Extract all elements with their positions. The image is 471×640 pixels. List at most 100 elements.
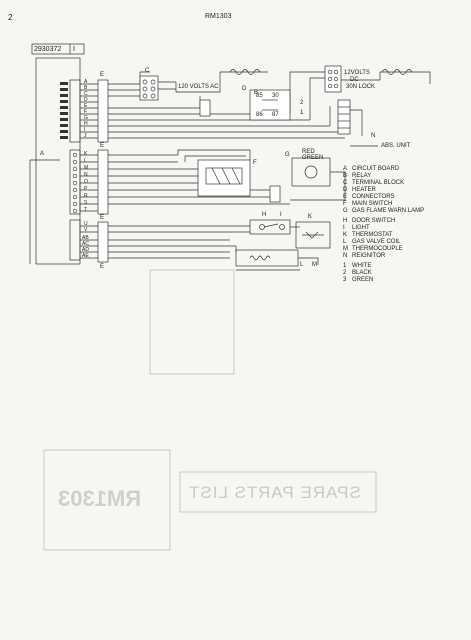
lower-leads <box>80 225 98 259</box>
legend-key: I <box>343 225 345 231</box>
terminal-label: R <box>84 193 88 199</box>
legend-label: REIGNITOR <box>352 253 386 259</box>
terminal-label: N <box>84 172 88 178</box>
terminal-label: J <box>84 133 87 139</box>
terminal-label: AC <box>82 241 89 247</box>
dc-supply-label-3: 30N LOCK <box>346 84 376 90</box>
terminal-label: O <box>84 179 88 185</box>
terminal-label: U <box>84 221 88 227</box>
legend-key: K <box>343 232 348 238</box>
wire-label: GREEN <box>352 277 374 283</box>
legend-label: GAS VALVE COIL <box>352 239 401 245</box>
marker-e4: E <box>100 264 105 270</box>
terminal-label: T <box>84 207 88 213</box>
legend-key: L <box>343 239 347 245</box>
legend-label: CONNECTORS <box>352 194 395 200</box>
terminal-label: I <box>84 127 86 133</box>
marker-a: A <box>40 151 45 157</box>
wire-label: BLACK <box>352 270 372 276</box>
part-number-box <box>31 43 85 55</box>
board-connector-middle <box>69 149 81 215</box>
abs-unit-label: ABS. UNIT <box>381 143 411 149</box>
marker-l: L <box>300 262 304 268</box>
marker-two: 2 <box>300 100 304 106</box>
legend-label: RELAY <box>352 173 372 179</box>
thermostat <box>295 221 331 249</box>
terminal-label: AB <box>82 235 89 241</box>
terminal-label: E <box>84 103 88 109</box>
part-number: 2930372 <box>34 46 62 53</box>
terminal-label: M <box>84 165 89 171</box>
legend-key: E <box>343 194 348 200</box>
dc-supply-label-1: 12VOLTS <box>344 70 370 76</box>
legend-label: LIGHT <box>352 225 370 231</box>
show-through-graphics <box>43 269 377 551</box>
connector-strip-middle <box>97 149 109 215</box>
ac-supply-label: 120 VOLTS AC <box>178 84 219 90</box>
show-through-code: RM1303 <box>58 486 142 511</box>
legend-key: B <box>343 173 348 179</box>
wire-label: WHITE <box>352 263 372 269</box>
terminal-label: C <box>84 91 88 97</box>
terminal-label: L <box>84 158 87 164</box>
board-connector-upper <box>69 79 81 143</box>
relay <box>249 89 291 121</box>
marker-one: 1 <box>300 110 304 116</box>
connector-strip-lower <box>97 221 109 263</box>
terminal-block <box>139 75 177 101</box>
legend-label: THERMOSTAT <box>352 232 393 238</box>
terminal-label: V <box>84 227 88 233</box>
legend-label: THERMOCOUPLE <box>352 246 403 252</box>
terminal-label: K <box>84 151 88 157</box>
marker-d: D <box>242 86 247 92</box>
revision: I <box>73 46 75 53</box>
terminal-label: AE <box>82 253 89 259</box>
marker-n: N <box>371 133 376 139</box>
legend-key: N <box>343 253 348 259</box>
marker-m: M <box>312 262 317 268</box>
terminal-label: A <box>84 79 88 85</box>
legend-label: GAS FLAME WARN.LAMP <box>352 208 425 214</box>
marker-f: F <box>253 160 257 166</box>
marker-b: B <box>254 90 259 96</box>
legend-key: A <box>343 166 348 172</box>
dc-supply-label-2: DC <box>350 77 359 83</box>
heater-ac <box>176 69 268 117</box>
connector-strip-upper <box>97 79 109 143</box>
right-connector <box>337 99 378 147</box>
marker-e3: E <box>100 215 105 221</box>
wire-key: 1 <box>343 263 347 269</box>
legend-key: G <box>343 208 348 214</box>
legend-key: M <box>343 246 348 252</box>
legend-key: C <box>343 180 348 186</box>
page-number: 2 <box>8 13 13 22</box>
terminal-label: S <box>84 200 88 206</box>
lamp-color-green: GREEN <box>302 155 324 161</box>
legend-label: MAIN SWITCH <box>352 201 393 207</box>
show-through-title: SPARE PARTS LIST <box>188 483 361 502</box>
gas-valve-coil <box>230 245 319 271</box>
marker-c: C <box>145 68 150 74</box>
terminal-label: D <box>84 97 88 103</box>
wire-key: 3 <box>343 277 347 283</box>
marker-g: G <box>285 152 290 158</box>
marker-i: I <box>280 212 282 218</box>
main-switch <box>197 159 281 203</box>
legend-key: H <box>343 218 348 224</box>
terminal-label: G <box>84 115 88 121</box>
dc-terminal-block <box>324 65 342 93</box>
marker-k: K <box>308 214 313 220</box>
relay-pin-30: 30 <box>272 93 279 99</box>
board-connector-lower <box>69 219 81 261</box>
relay-pin-86: 86 <box>256 112 263 118</box>
bus-wires <box>29 71 345 264</box>
terminal-label: P <box>84 186 88 192</box>
document-code: RM1303 <box>205 13 232 20</box>
legend-key: D <box>343 187 348 193</box>
legend-label: DOOR SWITCH <box>352 218 396 224</box>
legend-label: TERMINAL BLOCK <box>352 180 405 186</box>
legend-label: HEATER <box>352 187 376 193</box>
terminal-label: F <box>84 109 88 115</box>
marker-h: H <box>262 212 267 218</box>
